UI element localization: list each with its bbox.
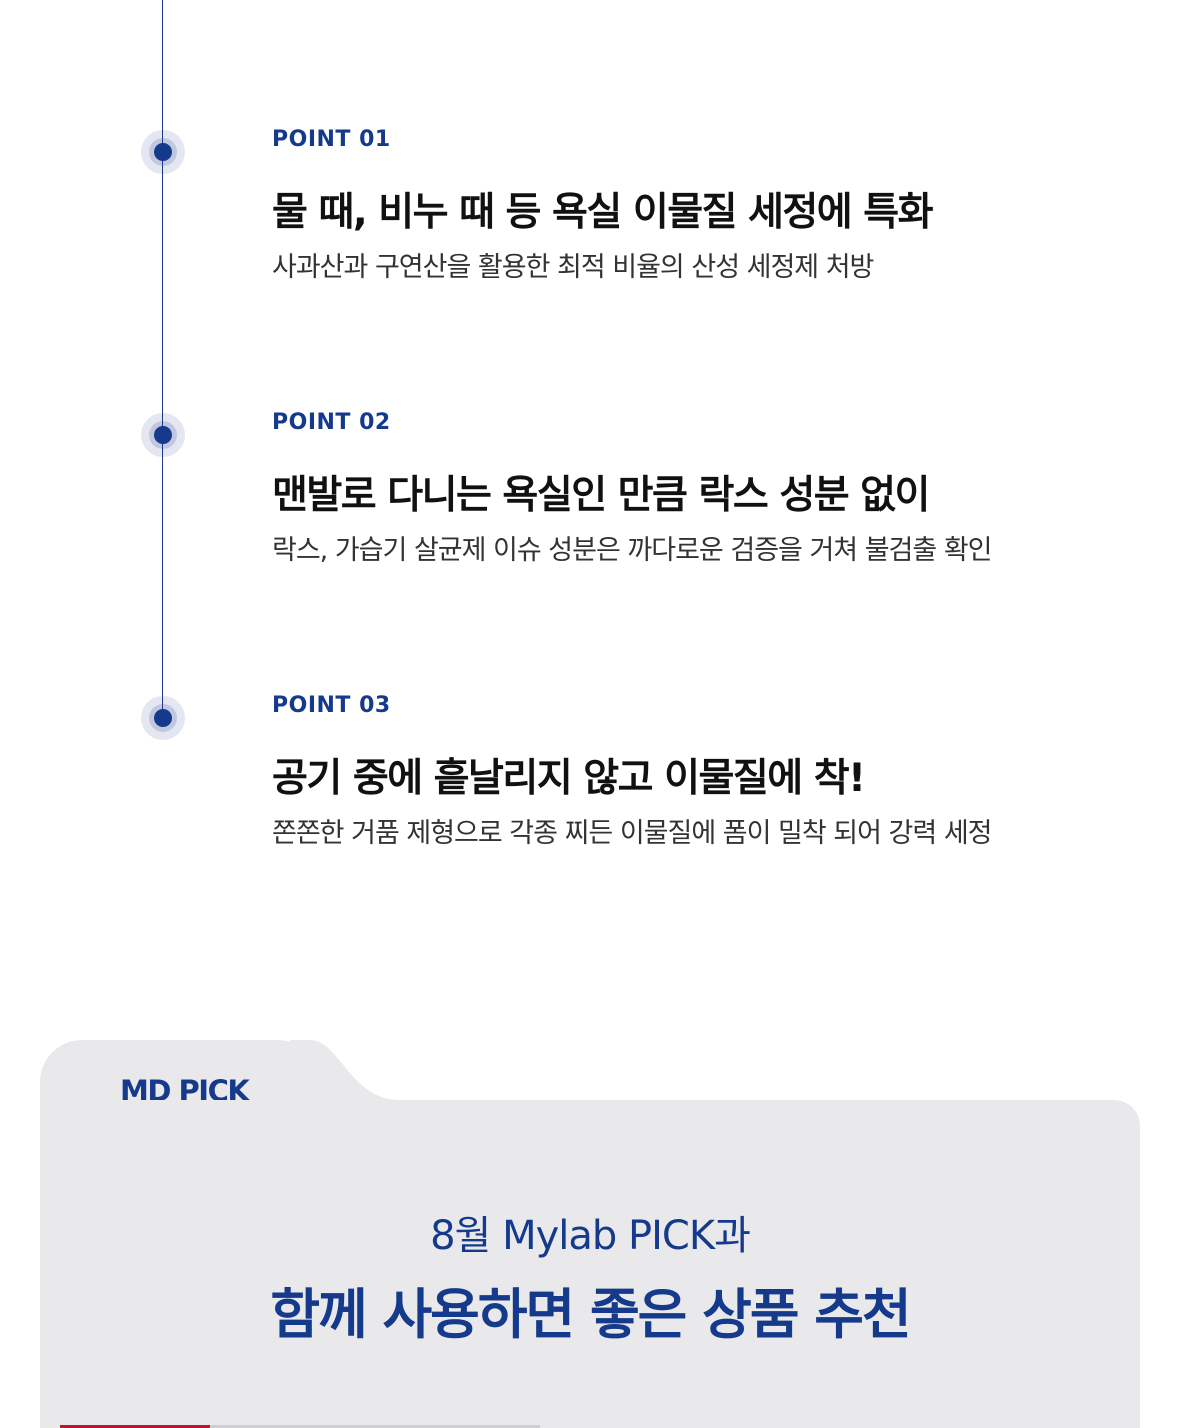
md-pick-subtitle: 8월 Mylab PICK과: [430, 1213, 751, 1259]
point-label: POINT 01: [272, 127, 391, 152]
timeline-line: [162, 0, 163, 718]
md-pick-title: 함께 사용하면 좋은 상품 추천: [270, 1283, 911, 1346]
point-label: POINT 03: [272, 693, 391, 718]
timeline-dot-icon: [141, 696, 185, 740]
point-description: 사과산과 구연산을 활용한 최적 비율의 산성 세정제 처방: [272, 252, 874, 283]
point-title: 물 때, 비누 때 등 욕실 이물질 세정에 특화: [272, 190, 934, 235]
point-title: 공기 중에 흩날리지 않고 이물질에 착!: [272, 756, 866, 801]
md-pick-tab-curve: [290, 1040, 410, 1100]
timeline-dot-icon: [141, 413, 185, 457]
product-tab-indicator-active[interactable]: [60, 1425, 210, 1428]
timeline-dot-icon: [141, 130, 185, 174]
md-pick-panel: MD PICK: [40, 1040, 1140, 1428]
product-tab-indicator[interactable]: [60, 1425, 540, 1428]
md-pick-body: [40, 1100, 1140, 1428]
point-item-1: POINT 01 물 때, 비누 때 등 욕실 이물질 세정에 특화 사과산과 …: [272, 126, 1152, 286]
point-title: 맨발로 다니는 욕실인 만큼 락스 성분 없이: [272, 473, 930, 518]
point-description: 쫀쫀한 거품 제형으로 각종 찌든 이물질에 폼이 밀착 되어 강력 세정: [272, 818, 993, 849]
point-label: POINT 02: [272, 410, 391, 435]
point-description: 락스, 가습기 살균제 이슈 성분은 까다로운 검증을 거쳐 불검출 확인: [272, 535, 993, 566]
point-item-3: POINT 03 공기 중에 흩날리지 않고 이물질에 착! 쫀쫀한 거품 제형…: [272, 692, 1152, 852]
point-item-2: POINT 02 맨발로 다니는 욕실인 만큼 락스 성분 없이 락스, 가습기…: [272, 409, 1152, 569]
